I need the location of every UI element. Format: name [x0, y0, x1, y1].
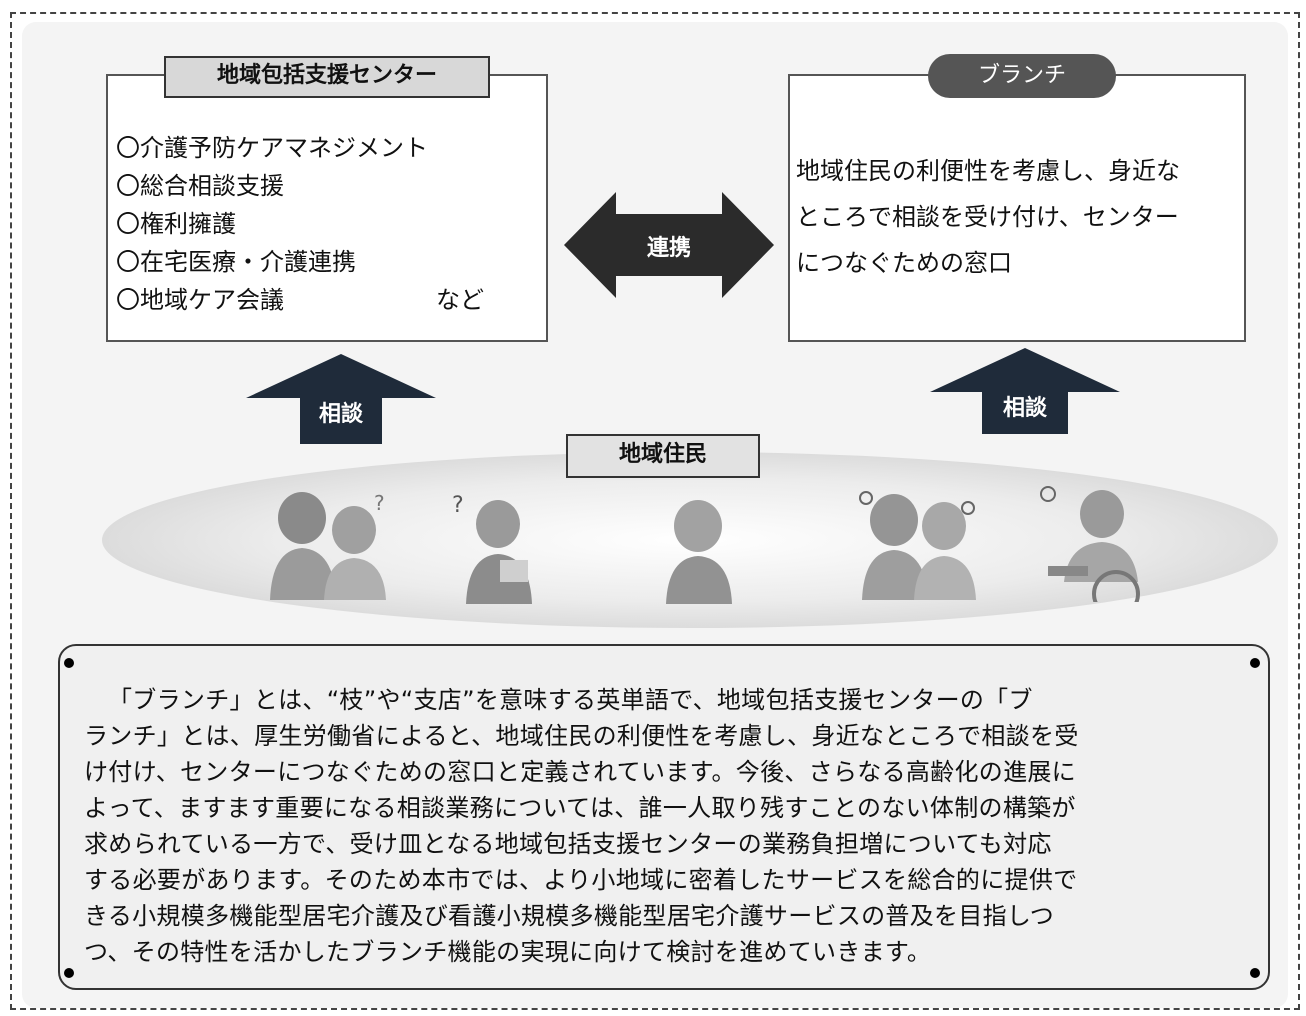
branch-title: ブランチ: [928, 54, 1116, 98]
note-corner-dot: [1250, 968, 1260, 978]
worried-couple-icon: [859, 491, 976, 600]
center-item: 〇在宅医療・介護連携: [116, 248, 356, 276]
explanation-note: [58, 644, 1270, 990]
residents-label: 地域住民: [566, 434, 760, 478]
note-line: 求められている一方で、受け皿となる地域包括支援センターの業務負担増についても対応: [84, 830, 1052, 858]
note-line: よって、ますます重要になる相談業務については、誰一人取り残すことのない体制の構築…: [84, 794, 1076, 822]
elderly-couple-icon: ?: [270, 491, 386, 600]
note-corner-dot: [64, 658, 74, 668]
center-items-suffix: など: [436, 286, 484, 314]
center-item: 〇地域ケア会議: [116, 286, 284, 314]
link-label: 連携: [646, 236, 691, 261]
consult-label-left: 相談: [318, 402, 363, 427]
note-line: きる小規模多機能型居宅介護及び看護小規模多機能型居宅介護サービスの普及を目指しつ: [84, 902, 1055, 930]
center-item: 〇総合相談支援: [116, 172, 284, 200]
consult-label-right: 相談: [1002, 396, 1047, 421]
center-title: 地域包括支援センター: [164, 56, 490, 98]
outer-dashed-frame: [10, 12, 1300, 1010]
center-item: 〇権利擁護: [116, 210, 236, 238]
note-line: つ、その特性を活かしたブランチ機能の実現に向けて検討を進めていきます。: [84, 938, 932, 966]
svg-text:?: ?: [374, 491, 385, 515]
link-double-arrow: [564, 192, 774, 298]
woman-worried-icon: [666, 500, 732, 604]
branch-line: につなぐための窓口: [796, 249, 1012, 277]
note-line: する必要があります。そのため本市では、より小地域に密着したサービスを総合的に提供…: [84, 866, 1078, 894]
note-line: ランチ」とは、厚生労働省によると、地域住民の利便性を考慮し、身近なところで相談を…: [84, 722, 1079, 750]
center-box: [106, 74, 548, 342]
branch-box: [788, 74, 1246, 342]
branch-line: ところで相談を受け付け、センター: [796, 203, 1179, 231]
note-corner-dot: [64, 968, 74, 978]
woman-thinking-icon: ?: [452, 494, 532, 604]
consult-arrow-left: [246, 354, 436, 444]
note-line: け付け、センターにつなぐための窓口と定義されています。今後、さらなる高齢化の進展…: [84, 758, 1076, 786]
man-wheelchair-icon: [1040, 486, 1140, 602]
note-corner-dot: [1250, 658, 1260, 668]
center-item: 〇介護予防ケアマネジメント: [116, 134, 428, 162]
svg-text:?: ?: [452, 494, 464, 518]
branch-line: 地域住民の利便性を考慮し、身近な: [796, 157, 1180, 185]
note-line: 「ブランチ」とは、“枝”や“支店”を意味する英単語で、地域包括支援センターの「ブ: [108, 686, 1033, 714]
consult-arrow-right: [930, 348, 1120, 434]
